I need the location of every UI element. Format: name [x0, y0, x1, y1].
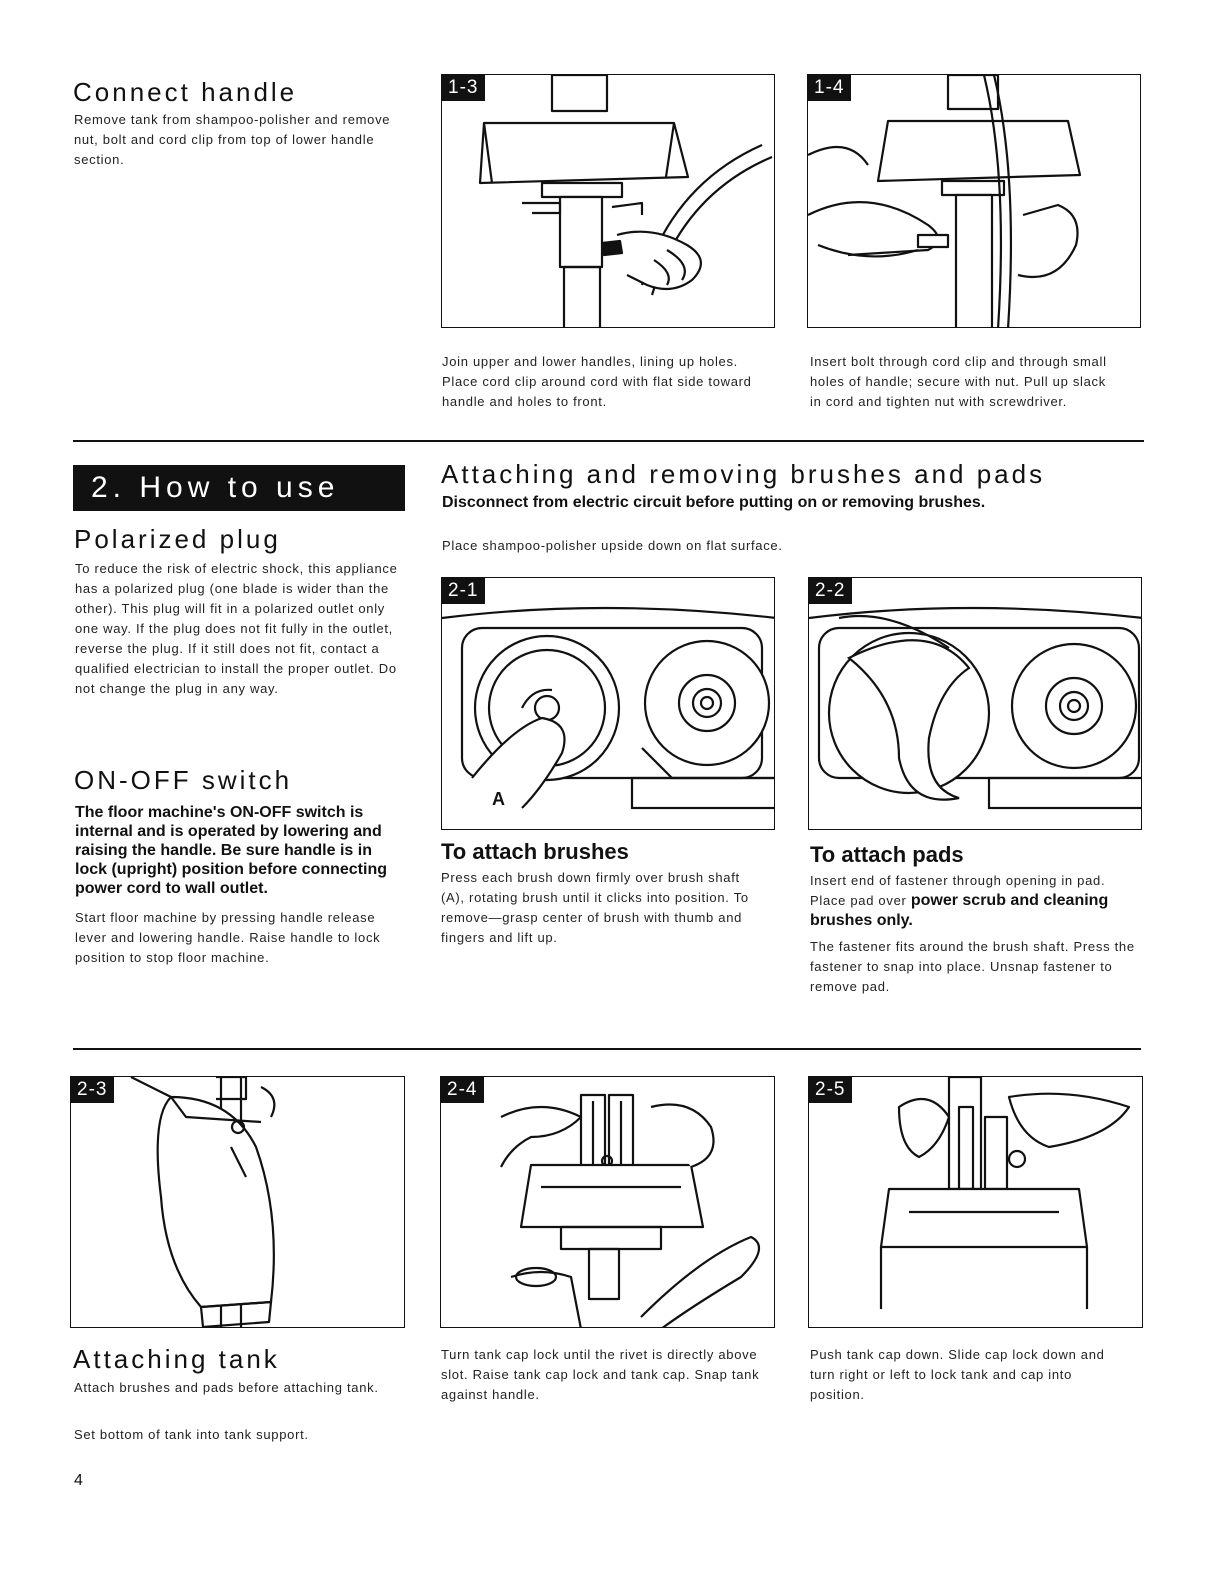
figure-label: 2-4 — [441, 1077, 485, 1103]
figure-1-3: 1-3 — [441, 74, 775, 328]
figure-label: 1-3 — [442, 75, 486, 101]
figure-1-4: 1-4 — [807, 74, 1141, 328]
tank-support-illustration — [130, 1077, 276, 1327]
figure-label: 2-3 — [71, 1077, 115, 1103]
brushes-pads-warning: Disconnect from electric circuit before … — [442, 494, 986, 511]
on-off-switch-warning: The floor machine's ON-OFF switch is int… — [75, 804, 387, 897]
connect-handle-body: Remove tank from shampoo-polisher and re… — [74, 112, 391, 167]
brushes-pads-intro: Place shampoo-polisher upside down on fl… — [442, 538, 783, 553]
tank-cap-push-illustration — [879, 1077, 1131, 1309]
handle-joint-illustration — [478, 75, 773, 327]
figure-2-5-caption: Push tank cap down. Slide cap lock down … — [810, 1347, 1105, 1402]
attaching-tank-title: Attaching tank — [73, 1344, 280, 1374]
figure-label: 2-1 — [442, 578, 486, 604]
attach-pads-body: Insert end of fastener through opening i… — [810, 871, 1145, 931]
section-divider — [73, 1048, 1141, 1050]
bolt-insert-illustration — [808, 75, 1082, 327]
attach-brushes-title: To attach brushes — [441, 839, 629, 864]
shaft-marker: A — [492, 789, 505, 809]
figure-2-2: 2-2 — [808, 577, 1142, 830]
polarized-plug-body: To reduce the risk of electric shock, th… — [75, 561, 398, 696]
pad-attach-illustration — [809, 606, 1141, 810]
figure-2-3: 2-3 — [70, 1076, 405, 1328]
brush-attach-illustration: A — [442, 606, 774, 810]
polarized-plug-title: Polarized plug — [74, 524, 281, 554]
tank-cap-lock-illustration — [500, 1093, 761, 1327]
connect-handle-title: Connect handle — [73, 77, 298, 107]
attaching-tank-body-2: Set bottom of tank into tank support. — [74, 1427, 309, 1442]
figure-1-4-caption: Insert bolt through cord clip and throug… — [810, 354, 1107, 409]
page-number: 4 — [74, 1472, 83, 1489]
figure-2-5: 2-5 — [808, 1076, 1143, 1328]
figure-label: 1-4 — [808, 75, 852, 101]
attach-pads-body-text: Insert end of fastener through opening i… — [810, 873, 1106, 908]
attach-pads-body-bold: power scrub and cleaning brushes only. — [810, 892, 1109, 929]
figure-2-4-caption: Turn tank cap lock until the rivet is di… — [441, 1347, 760, 1402]
figure-label: 2-5 — [809, 1077, 853, 1103]
figure-1-3-caption: Join upper and lower handles, lining up … — [442, 354, 752, 409]
figure-2-4: 2-4 — [440, 1076, 775, 1328]
attaching-tank-body: Attach brushes and pads before attaching… — [74, 1380, 379, 1395]
attach-brushes-body: Press each brush down firmly over brush … — [441, 870, 749, 945]
on-off-switch-body: Start floor machine by pressing handle r… — [75, 910, 381, 965]
attach-pads-body-2: The fastener fits around the brush shaft… — [810, 939, 1135, 994]
figure-label: 2-2 — [809, 578, 853, 604]
attach-pads-title: To attach pads — [810, 842, 964, 867]
figure-2-1: 2-1 A — [441, 577, 775, 830]
section-divider — [73, 440, 1144, 442]
brushes-pads-title: Attaching and removing brushes and pads — [441, 459, 1046, 489]
how-to-use-banner: 2. How to use — [73, 465, 405, 511]
on-off-switch-title: ON-OFF switch — [74, 765, 293, 795]
